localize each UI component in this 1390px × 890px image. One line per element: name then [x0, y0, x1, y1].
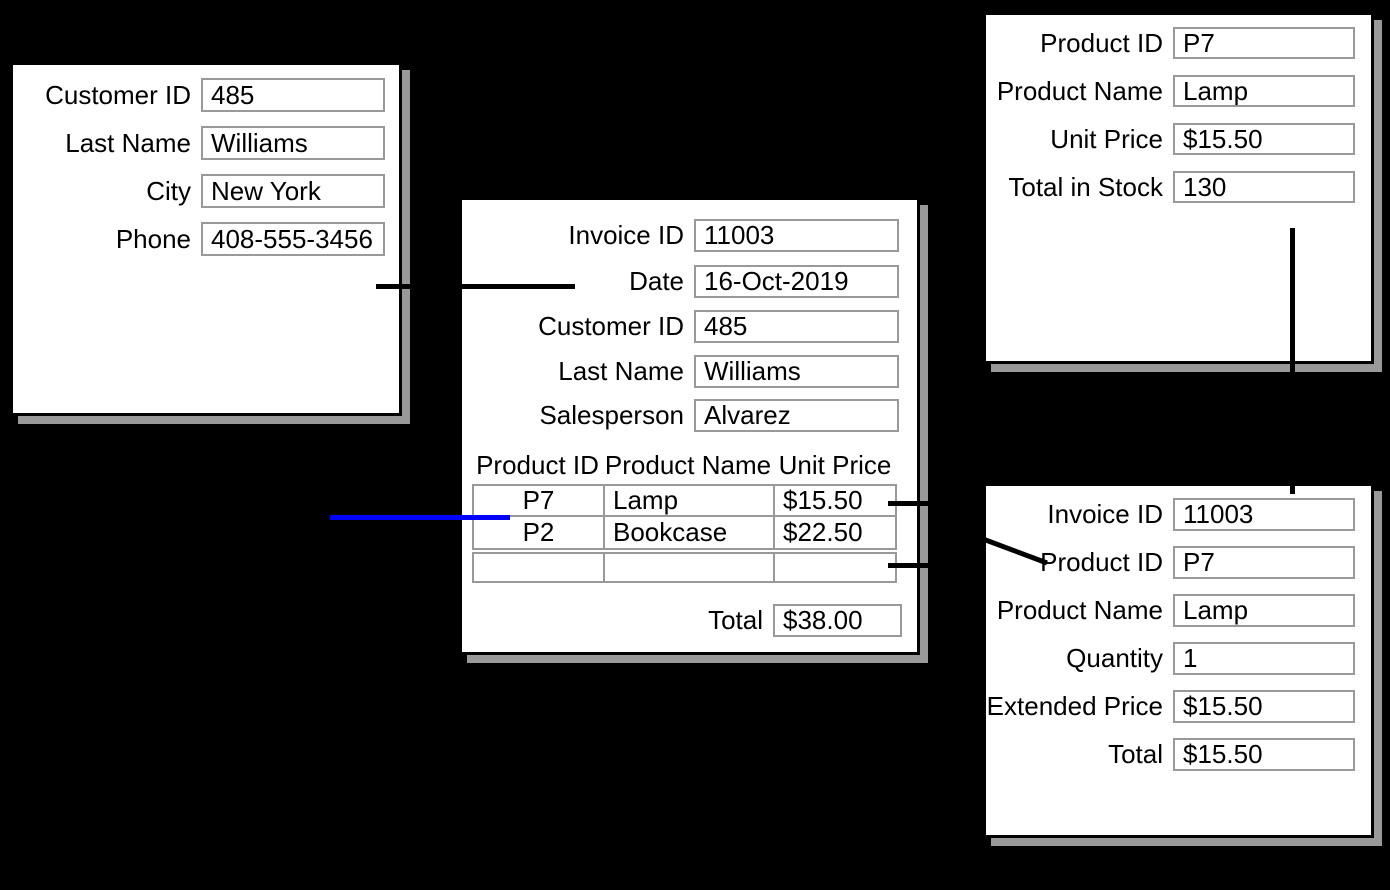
field-row-city: City New York	[13, 174, 399, 208]
customer-id-field[interactable]: 485	[201, 78, 385, 112]
column-header-product-id: Product ID	[476, 449, 599, 480]
product-id-field[interactable]: P7	[1173, 546, 1355, 579]
column-header-unit-price: Unit Price	[778, 449, 892, 480]
total-label: Total	[1108, 739, 1163, 769]
salesperson-field[interactable]: Alvarez	[694, 399, 899, 432]
connector-product-to-invoice-line	[1290, 228, 1295, 494]
field-row-extended-price: Extended Price $15.50	[986, 690, 1371, 723]
product-name-field[interactable]: Lamp	[1173, 75, 1355, 107]
table-cell-unit-price: $22.50	[773, 515, 895, 548]
last-name-field[interactable]: Williams	[694, 355, 899, 388]
field-row-product-name: Product Name Lamp	[986, 594, 1371, 627]
field-row-product-id: Product ID P7	[986, 546, 1371, 579]
highlight-connector-product-row	[330, 515, 510, 520]
unit-price-label: Unit Price	[1050, 123, 1163, 154]
quantity-field[interactable]: 1	[1173, 642, 1355, 675]
field-row-customer-id: Customer ID 485	[13, 78, 399, 112]
field-row-last-name: Last Name Williams	[462, 355, 917, 388]
total-label: Total	[708, 605, 763, 635]
unit-price-field[interactable]: $15.50	[1173, 123, 1355, 155]
table-cell-product-name	[603, 554, 773, 581]
phone-field[interactable]: 408-555-3456	[201, 222, 385, 256]
connector-diagonal-to-product-id	[974, 533, 1048, 566]
customer-id-label: Customer ID	[538, 311, 684, 341]
product-id-label: Product ID	[1040, 27, 1163, 58]
field-row-total: Total $38.00	[462, 604, 902, 637]
product-name-label: Product Name	[996, 75, 1163, 106]
invoice-id-label: Invoice ID	[568, 220, 684, 250]
product-id-label: Product ID	[1040, 547, 1163, 577]
table-cell-unit-price: $15.50	[773, 486, 895, 515]
line-items-header: Product ID Product Name Unit Price	[472, 450, 897, 480]
city-label: City	[146, 175, 191, 206]
customer-id-label: Customer ID	[45, 79, 191, 110]
field-row-product-name: Product Name Lamp	[986, 75, 1371, 107]
date-label: Date	[629, 266, 684, 296]
total-field[interactable]: $38.00	[773, 604, 902, 637]
table-cell-product-name: Lamp	[603, 486, 773, 515]
field-row-invoice-id: Invoice ID 11003	[986, 498, 1371, 531]
salesperson-label: Salesperson	[539, 400, 684, 430]
city-field[interactable]: New York	[201, 174, 385, 208]
field-row-invoice-id: Invoice ID 11003	[462, 219, 917, 252]
table-cell-product-id: P2	[474, 515, 603, 548]
field-row-unit-price: Unit Price $15.50	[986, 123, 1371, 155]
connector-invoice-row3-stub	[888, 563, 928, 568]
total-field[interactable]: $15.50	[1173, 738, 1355, 771]
field-row-customer-id: Customer ID 485	[462, 310, 917, 343]
last-name-label: Last Name	[558, 356, 684, 386]
line-items-empty-row	[472, 552, 897, 583]
field-row-total: Total $15.50	[986, 738, 1371, 771]
product-name-label: Product Name	[996, 595, 1163, 625]
last-name-field[interactable]: Williams	[201, 126, 385, 160]
table-cell-product-id: P7	[474, 486, 603, 515]
invoice-form-panel: Invoice ID 11003 Date 16-Oct-2019 Custom…	[459, 197, 920, 655]
total-in-stock-field[interactable]: 130	[1173, 171, 1355, 203]
product-id-field[interactable]: P7	[1173, 27, 1355, 59]
field-row-product-id: Product ID P7	[986, 27, 1371, 59]
line-items-table: P7 Lamp $15.50 P2 Bookcase $22.50	[472, 484, 897, 550]
total-in-stock-label: Total in Stock	[1008, 171, 1163, 202]
product-name-field[interactable]: Lamp	[1173, 594, 1355, 627]
quantity-label: Quantity	[1066, 643, 1163, 673]
field-row-date: Date 16-Oct-2019	[462, 265, 917, 298]
phone-label: Phone	[115, 223, 191, 254]
last-name-label: Last Name	[65, 127, 191, 158]
connector-customer-to-invoice	[376, 284, 575, 289]
customer-form-panel: Customer ID 485 Last Name Williams City …	[10, 62, 402, 416]
extended-price-label: Extended Price	[986, 691, 1163, 721]
table-cell-unit-price	[773, 554, 895, 581]
invoice-id-field[interactable]: 11003	[1173, 498, 1355, 531]
field-row-phone: Phone 408-555-3456	[13, 222, 399, 256]
product-form-panel: Product ID P7 Product Name Lamp Unit Pri…	[983, 12, 1374, 364]
invoice-id-field[interactable]: 11003	[694, 219, 899, 252]
customer-id-field[interactable]: 485	[694, 310, 899, 343]
field-row-last-name: Last Name Williams	[13, 126, 399, 160]
invoice-id-label: Invoice ID	[1047, 499, 1163, 529]
invoice-line-item-form-panel: Invoice ID 11003 Product ID P7 Product N…	[983, 483, 1374, 838]
table-cell-product-name: Bookcase	[603, 515, 773, 548]
extended-price-field[interactable]: $15.50	[1173, 690, 1355, 723]
table-cell-product-id	[474, 554, 603, 581]
field-row-quantity: Quantity 1	[986, 642, 1371, 675]
column-header-product-name: Product Name	[604, 449, 772, 480]
connector-invoice-row1-stub	[888, 501, 928, 506]
field-row-total-in-stock: Total in Stock 130	[986, 171, 1371, 203]
field-row-salesperson: Salesperson Alvarez	[462, 399, 917, 432]
date-field[interactable]: 16-Oct-2019	[694, 265, 899, 298]
